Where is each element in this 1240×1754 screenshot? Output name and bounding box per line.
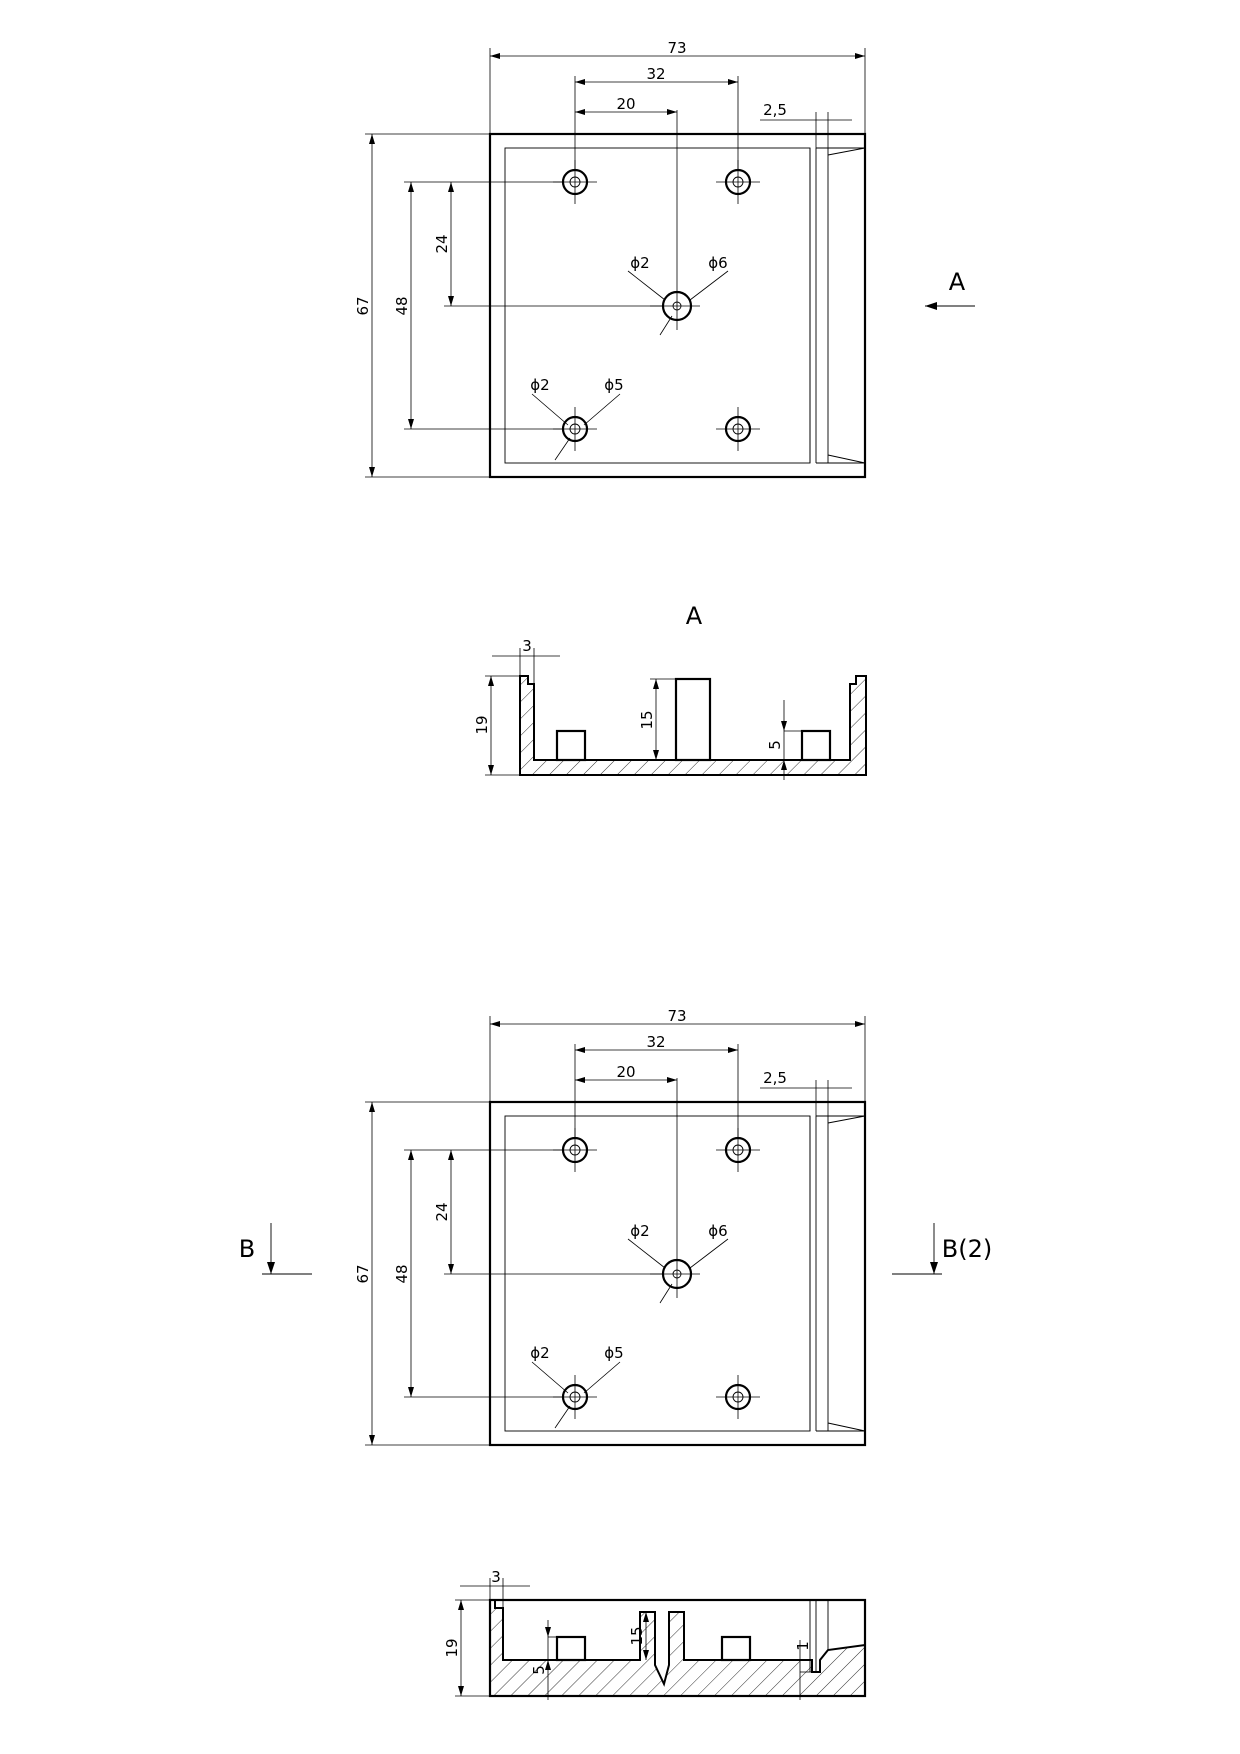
- dia-post-inner: ϕ2: [530, 376, 549, 394]
- dim-center-offset: 20: [616, 1063, 635, 1081]
- svg-text:B: B: [239, 1235, 255, 1263]
- dim-wall-thickness: 2,5: [763, 1069, 787, 1087]
- standoff-left: [555, 1635, 587, 1662]
- dim-slot: 1: [794, 1641, 812, 1651]
- enclosure-outline: [488, 132, 867, 479]
- dia-center-inner: ϕ2: [630, 254, 649, 272]
- dim-center-vertical: 24: [433, 234, 451, 253]
- standoff-left: [555, 729, 587, 762]
- center-post-hole: [650, 1078, 700, 1298]
- enclosure-inner-wall: [504, 147, 811, 464]
- svg-text:B(2): B(2): [942, 1235, 992, 1263]
- dim-wall-thickness: 2,5: [763, 101, 787, 119]
- dia-post-outer: ϕ5: [604, 1344, 623, 1362]
- enclosure-inner-wall: [504, 1115, 811, 1432]
- dim-height: 19: [473, 715, 491, 734]
- dia-center-inner: ϕ2: [630, 1222, 649, 1240]
- section-title: A: [686, 602, 703, 630]
- dim-height: 67: [354, 1264, 372, 1283]
- section-view-b: 3 19 15 5 1: [443, 1568, 867, 1700]
- dim-wall: 3: [491, 1568, 501, 1586]
- section-b-outline: [488, 1598, 867, 1698]
- svg-text:A: A: [949, 268, 966, 296]
- section-marker-b-right: B(2): [892, 1223, 992, 1275]
- section-marker-b-left: B: [239, 1223, 312, 1275]
- enclosure-outline: [488, 1100, 867, 1447]
- dim-hole-vertical: 48: [393, 1264, 411, 1283]
- mounting-hole-bottom-right: [716, 1375, 760, 1419]
- dim-width: 73: [667, 39, 686, 57]
- dim-height: 67: [354, 296, 372, 315]
- dim-hole-spacing: 32: [646, 1033, 665, 1051]
- dim-hole-vertical: 48: [393, 296, 411, 315]
- dim-height: 19: [443, 1638, 461, 1657]
- dim-post: 15: [638, 710, 656, 729]
- center-post-hole: [650, 110, 700, 330]
- top-view-1: 73 32 20 2,5 67 48 24 ϕ2 ϕ6 ϕ2: [354, 39, 975, 479]
- center-post: [674, 677, 712, 762]
- dia-post-inner: ϕ2: [530, 1344, 549, 1362]
- section-view-a: A 3 19 15 5: [473, 602, 867, 780]
- standoff-right: [800, 729, 832, 762]
- section-marker-a: A: [925, 268, 975, 310]
- top-view-2: 73 32 20 2,5 67 48 24 ϕ2 ϕ6 ϕ2 ϕ5: [239, 1007, 992, 1447]
- standoff-right: [720, 1635, 752, 1662]
- dim-center-vertical: 24: [433, 1202, 451, 1221]
- dim-standoff: 5: [766, 740, 784, 750]
- dia-post-outer: ϕ5: [604, 376, 623, 394]
- dim-wall: 3: [522, 637, 532, 655]
- mounting-hole-bottom-right: [716, 407, 760, 451]
- section-b-body: [489, 1599, 866, 1697]
- dim-width: 73: [667, 1007, 686, 1025]
- section-a-body: [519, 675, 867, 776]
- dia-center-outer: ϕ6: [708, 254, 727, 272]
- dim-hole-spacing: 32: [646, 65, 665, 83]
- dim-center-offset: 20: [616, 95, 635, 113]
- dim-standoff: 5: [530, 1665, 548, 1675]
- dia-center-outer: ϕ6: [708, 1222, 727, 1240]
- dim-post: 15: [628, 1626, 646, 1645]
